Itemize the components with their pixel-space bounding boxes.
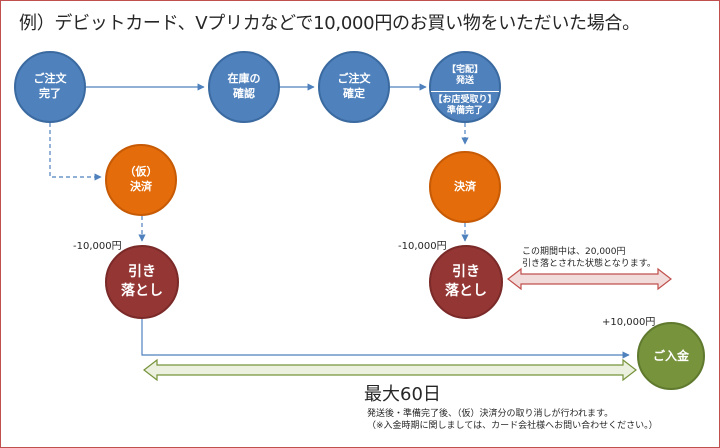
node-settlement-label: 決済 — [454, 179, 476, 193]
amount-minus-2: -10,000円 — [398, 241, 447, 252]
node-stock-check-label: 在庫の 確認 — [227, 72, 261, 100]
node-provisional-settlement: （仮） 決済 — [105, 144, 177, 216]
node-shipping-pickup: 【お店受取り】 準備完了 — [433, 95, 497, 116]
node-debit-2-label: 引き 落とし — [445, 264, 487, 299]
node-order-confirm-label: ご注文 確定 — [337, 72, 371, 100]
node-debit-1: 引き 落とし — [105, 245, 179, 319]
node-settlement: 決済 — [429, 151, 501, 223]
node-order-complete: ご注文 完了 — [14, 51, 86, 123]
node-order-confirm: ご注文 確定 — [318, 51, 390, 123]
node-debit-2: 引き 落とし — [429, 245, 503, 319]
max-days-arrow — [143, 358, 637, 382]
node-shipping-divider — [431, 91, 499, 92]
period-arrow — [507, 267, 672, 291]
max-days-label: 最大60日 — [364, 384, 441, 405]
node-shipping-delivery: 【宅配】 発送 — [446, 65, 483, 86]
node-provisional-label: （仮） 決済 — [124, 165, 158, 193]
node-debit-1-label: 引き 落とし — [121, 264, 163, 299]
node-shipping: 【宅配】 発送 【お店受取り】 準備完了 — [429, 51, 501, 123]
page-title: 例）デビットカード、Vプリカなどで10,000円のお買い物をいただいた場合。 — [19, 13, 640, 34]
footnote: 発送後・準備完了後、（仮）決済分の取り消しが行われます。 （※入金時期に関しまし… — [367, 409, 658, 431]
node-deposit-label: ご入金 — [652, 348, 689, 363]
node-order-complete-label: ご注文 完了 — [33, 72, 67, 100]
period-note: この期間中は、20,000円 引き落とされた状態となります。 — [522, 247, 656, 269]
connector-order-to-provisional — [49, 123, 102, 181]
node-stock-check: 在庫の 確認 — [208, 51, 280, 123]
amount-plus: +10,000円 — [602, 317, 656, 328]
connector-debit-to-deposit — [141, 319, 630, 359]
node-deposit: ご入金 — [637, 322, 705, 390]
amount-minus-1: -10,000円 — [73, 241, 122, 252]
